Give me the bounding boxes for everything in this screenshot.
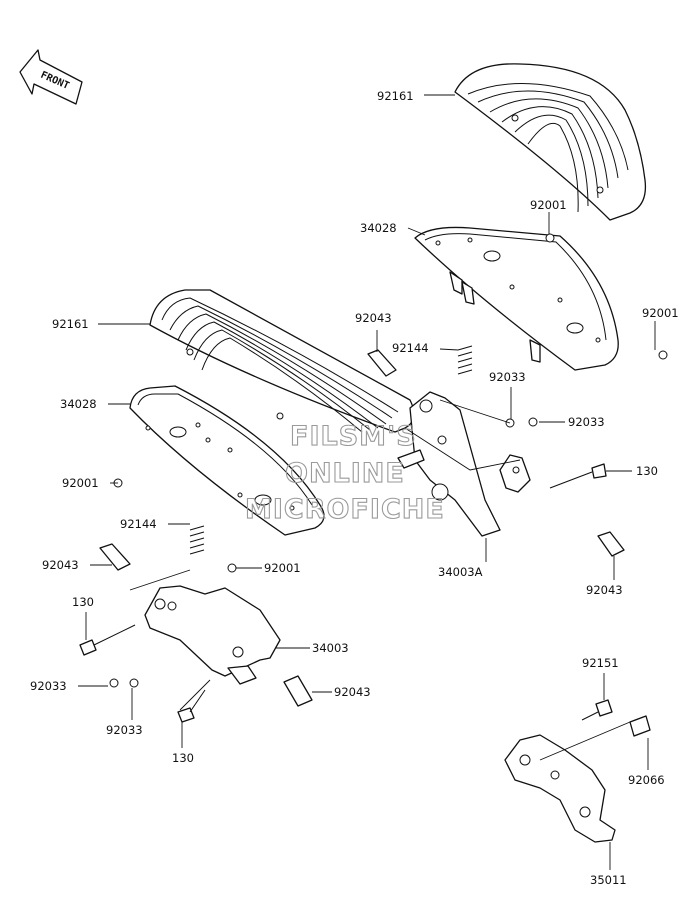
callout-130-left: 130 — [72, 595, 94, 609]
guide-lines — [129, 399, 631, 761]
watermark: FILSM'S ONLINE MICROFICHE — [244, 420, 445, 525]
watermark-line1: FILSM'S — [290, 421, 417, 452]
callout-92001-left: 92001 — [62, 476, 99, 490]
callout-92001-right: 92001 — [642, 306, 679, 320]
callout-92043-left: 92043 — [42, 558, 79, 572]
callout-92001-lower: 92001 — [264, 561, 301, 575]
callout-labels: 92161 92001 34028 92001 92043 92144 9216… — [30, 89, 679, 887]
callout-92033-lower: 92033 — [106, 723, 143, 737]
leader-lines — [78, 94, 656, 870]
callout-34003a: 34003A — [438, 565, 483, 579]
callout-92043-upper: 92043 — [355, 311, 392, 325]
callout-130-lower: 130 — [172, 751, 194, 765]
callout-34028-upper: 34028 — [360, 221, 397, 235]
hardware — [79, 233, 668, 737]
bracket-34003 — [144, 585, 281, 685]
floorboard-plate-right — [414, 226, 619, 371]
callout-92161-upper: 92161 — [377, 89, 414, 103]
floorboard-mat-left — [149, 289, 415, 433]
clevis-right — [499, 454, 531, 493]
bracket-34003a — [397, 391, 501, 537]
callout-92066: 92066 — [628, 773, 665, 787]
floorboard-plate-left — [129, 385, 325, 536]
callout-92033-upper: 92033 — [489, 370, 526, 384]
callout-92001-upper: 92001 — [530, 198, 567, 212]
callout-34003: 34003 — [312, 641, 349, 655]
bracket-35011 — [504, 734, 616, 843]
callout-92033-left: 92033 — [30, 679, 67, 693]
callout-92161-left: 92161 — [52, 317, 89, 331]
callout-92043-lower: 92043 — [334, 685, 371, 699]
callout-92033-right: 92033 — [568, 415, 605, 429]
callout-92144-left: 92144 — [120, 517, 157, 531]
callout-92144-upper: 92144 — [392, 341, 429, 355]
watermark-line3: MICROFICHE — [245, 494, 445, 525]
callout-35011: 35011 — [590, 873, 627, 887]
callout-34028-left: 34028 — [60, 397, 97, 411]
front-arrow-icon: FRONT — [19, 49, 83, 105]
callout-130-right: 130 — [636, 464, 658, 478]
floorboard-mat-right — [454, 63, 647, 221]
callout-92151: 92151 — [582, 656, 619, 670]
watermark-line2: ONLINE — [285, 458, 405, 489]
callout-92043-right: 92043 — [586, 583, 623, 597]
